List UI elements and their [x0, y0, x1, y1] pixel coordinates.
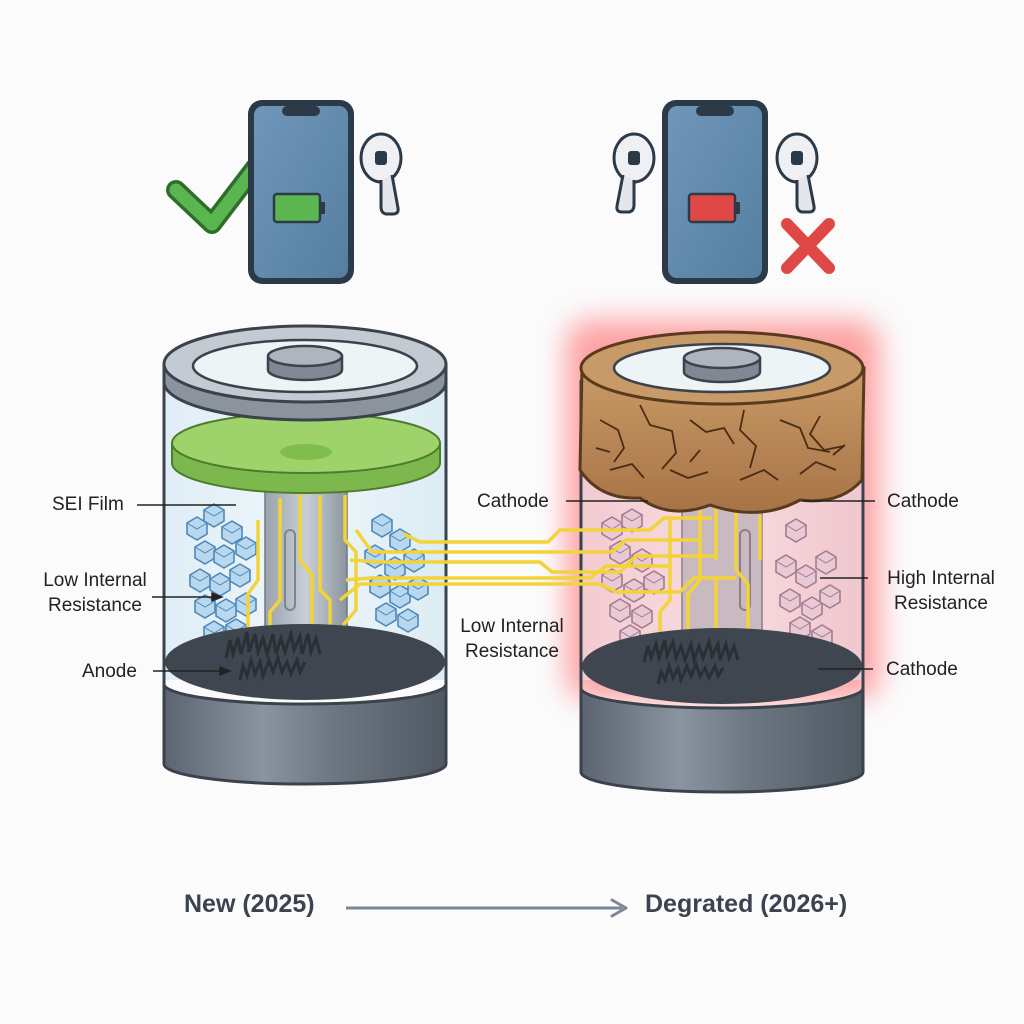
phone-icon	[248, 100, 354, 284]
left-device-group	[166, 100, 403, 284]
new-battery	[162, 324, 448, 786]
cross-icon	[781, 218, 835, 274]
degraded-2026-caption: Degrated (2026+)	[645, 890, 848, 918]
high-internal-resistance-label: High Internal Resistance	[887, 568, 995, 614]
conduction-paths-right	[658, 505, 762, 640]
connection-wires	[338, 516, 736, 602]
earbud-icon	[775, 132, 819, 214]
cathode-label-top-right: Cathode	[887, 491, 959, 512]
new-2025-caption: New (2025)	[184, 890, 315, 918]
battery-cap-right	[579, 330, 865, 406]
earbud-icon	[612, 132, 656, 214]
leader-lines	[137, 500, 875, 677]
degraded-battery	[566, 320, 880, 794]
anode-layer	[165, 624, 445, 700]
low-internal-resistance-label-center: Low Internal Resistance	[460, 616, 564, 662]
cathode-label-center: Cathode	[477, 491, 549, 512]
timeline-arrow	[346, 898, 628, 918]
cathode-label-bottom-right: Cathode	[886, 659, 958, 680]
anode-label: Anode	[82, 661, 137, 682]
battery-cap-left	[162, 324, 448, 422]
cathode-crust	[578, 366, 866, 514]
battery-full-icon	[272, 192, 325, 224]
low-internal-resistance-label-left: Low Internal Resistance	[43, 570, 147, 616]
anode-layer	[582, 628, 862, 704]
right-device-group	[612, 100, 835, 284]
earbud-icon	[359, 132, 403, 216]
sei-film-label: SEI Film	[52, 494, 124, 515]
battery-low-icon	[687, 192, 740, 224]
phone-icon	[662, 100, 768, 284]
sei-film-layer	[171, 412, 441, 494]
